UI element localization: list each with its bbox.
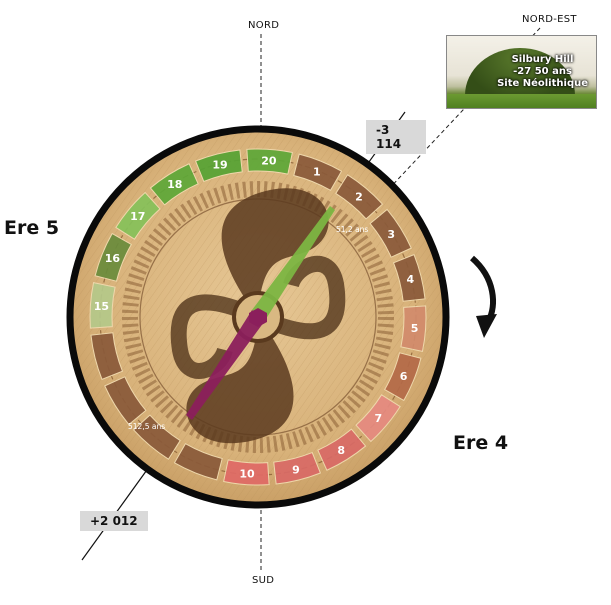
segment-number-16: 16 — [105, 252, 121, 265]
center-hub — [249, 308, 267, 327]
segment-ring: 1 2 3 4 5 6 7 8 9 10 15 16 17 18 19 20 — [89, 148, 427, 486]
segment-1 — [293, 153, 343, 191]
segment-7 — [355, 394, 401, 443]
segment-12 — [132, 414, 181, 460]
segment-number-18: 18 — [167, 178, 182, 191]
green-hand — [252, 206, 335, 322]
central-swirl — [170, 188, 346, 444]
end-date-label: +2 012 — [80, 511, 148, 531]
segment-year-annotation: 51,2 ans — [336, 225, 368, 234]
segment-8 — [317, 428, 367, 471]
segment-number-4: 4 — [407, 273, 415, 286]
segment-number-17: 17 — [130, 210, 145, 223]
segment-number-10: 10 — [239, 468, 255, 481]
segment-number-1: 1 — [313, 165, 321, 178]
northeast-label: NORD-EST — [522, 14, 577, 25]
segment-17 — [115, 191, 161, 240]
era-4-label: Ere 4 — [453, 432, 509, 454]
segment-16 — [94, 232, 132, 282]
segment-number-3: 3 — [387, 228, 395, 241]
photo-caption-date: -27 50 ans — [513, 66, 572, 77]
segment-4 — [392, 253, 426, 302]
segment-5 — [400, 305, 427, 352]
segment-19 — [194, 149, 243, 183]
segment-number-8: 8 — [337, 444, 345, 457]
segment-number-2: 2 — [355, 191, 363, 204]
segment-9 — [273, 451, 322, 485]
photo-caption: Silbury Hill -27 50 ans Site Néolithique — [497, 54, 588, 90]
purple-hand — [186, 310, 264, 420]
meander-band-inner — [122, 181, 394, 453]
segment-number-6: 6 — [400, 370, 408, 383]
era-5-label: Ere 5 — [4, 217, 60, 239]
segment-14 — [90, 332, 124, 381]
south-label: SUD — [252, 575, 275, 586]
segment-number-7: 7 — [374, 412, 382, 425]
segment-2 — [335, 174, 384, 220]
rotation-arrow — [469, 255, 497, 338]
photo-caption-title: Silbury Hill — [511, 54, 574, 65]
half-cycle-annotation: 512,5 ans — [128, 422, 165, 431]
segment-number-9: 9 — [292, 463, 300, 476]
segment-number-19: 19 — [212, 159, 227, 172]
silbury-hill-photo: Silbury Hill -27 50 ans Site Néolithique — [446, 35, 597, 109]
segment-11 — [173, 443, 223, 481]
photo-caption-site: Site Néolithique — [497, 78, 588, 89]
segment-10 — [223, 459, 270, 486]
segment-number-5: 5 — [411, 322, 419, 335]
segment-3 — [369, 208, 412, 258]
segment-number-15: 15 — [94, 300, 109, 313]
segment-6 — [384, 352, 422, 402]
start-date-label: -3 114 — [366, 120, 426, 154]
north-label: NORD — [248, 20, 280, 31]
outer-ring — [66, 125, 450, 509]
segment-13 — [104, 376, 147, 426]
segment-number-20: 20 — [261, 154, 277, 167]
segment-20 — [246, 148, 293, 175]
segment-18 — [149, 163, 199, 206]
segment-15 — [89, 282, 116, 329]
